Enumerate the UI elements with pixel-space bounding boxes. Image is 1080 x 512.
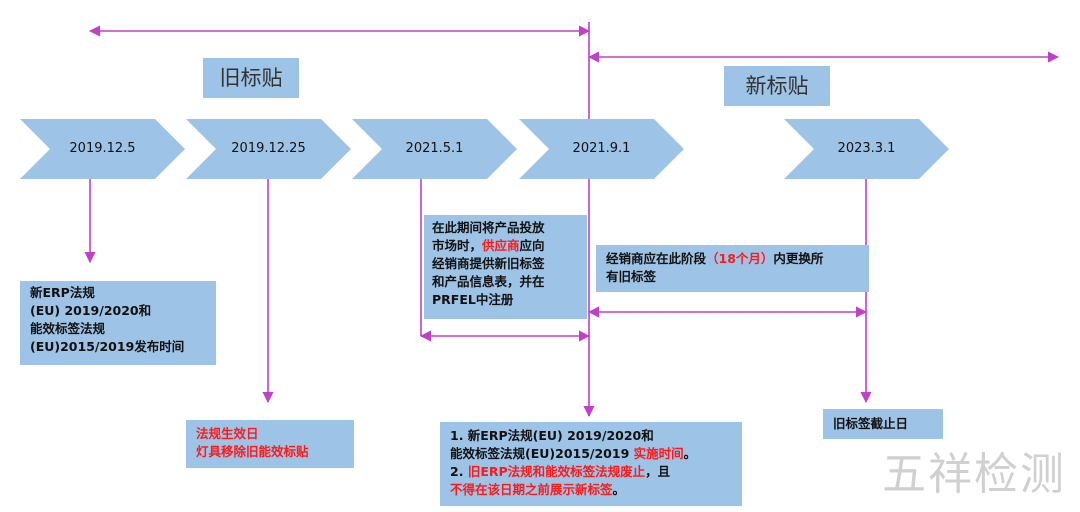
watermark: 五祥检测: [882, 449, 1066, 500]
timeline-date: 2021.5.1: [405, 141, 464, 156]
repeal-emphasis: 旧ERP法规和能效标签法规废止: [467, 464, 646, 479]
timeline-step: 2019.12.25: [186, 119, 351, 179]
box-line: 2. 旧ERP法规和能效标签法规废止，且: [450, 463, 742, 481]
timeline-date: 2019.12.5: [69, 141, 136, 156]
box-line: PRFEL中注册: [432, 292, 514, 307]
box-line: 有旧标签: [606, 269, 657, 284]
dealer-period-box: 经销商应在此阶段（18个月）内更换所 有旧标签: [596, 245, 869, 292]
box-line: (EU) 2019/2020和: [30, 303, 152, 318]
new-label-title: 新标贴: [724, 66, 830, 106]
timeline-step: 2019.12.5: [20, 119, 185, 179]
box-line: 旧标签截止日: [833, 416, 909, 431]
box-line: 法规生效日: [196, 426, 259, 441]
timeline-date: 2023.3.1: [837, 141, 896, 156]
chevron-shape: [519, 119, 684, 179]
text-run: 能效标签法规(EU)2015/2019: [450, 446, 634, 461]
implementation-emphasis: 实施时间: [633, 446, 684, 461]
box-line: 和产品信息表，并在: [432, 274, 545, 289]
old-label-deadline-box: 旧标签截止日: [823, 409, 943, 439]
box-line: 经销商提供新旧标签: [432, 256, 545, 271]
timeline-step: 2021.5.1: [352, 119, 517, 179]
box-line: 1. 新ERP法规(EU) 2019/2020和: [450, 428, 654, 443]
timeline-step: 2021.9.1: [519, 119, 684, 179]
implementation-box: 1. 新ERP法规(EU) 2019/2020和 能效标签法规(EU)2015/…: [440, 422, 742, 506]
chevron-shape: [186, 119, 351, 179]
box-line: (EU)2015/2019发布时间: [30, 339, 185, 354]
timeline-step: 2023.3.1: [784, 119, 949, 179]
timeline-date: 2019.12.25: [231, 141, 306, 156]
old-label-title: 旧标贴: [203, 58, 299, 98]
text-run: 经销商应在此阶段: [606, 251, 707, 266]
timeline-date: 2021.9.1: [572, 141, 631, 156]
text-run: 内更换所: [773, 251, 824, 266]
chevron-shape: [20, 119, 185, 179]
box-line: 经销商应在此阶段（18个月）内更换所: [606, 250, 869, 268]
text-run: ，且: [645, 464, 671, 479]
box-line: 不得在该日期之前展示新标签。: [450, 481, 742, 499]
text-run: 2.: [450, 464, 468, 479]
text-run: 。: [683, 446, 697, 461]
box-line: 新ERP法规: [30, 285, 95, 300]
duration-emphasis: （18个月）: [706, 251, 774, 266]
text-run: 。: [612, 482, 626, 497]
box-line: 在此期间将产品投放: [432, 220, 545, 235]
effective-date-box: 法规生效日 灯具移除旧能效标贴: [186, 420, 354, 468]
text-run: 市场时，: [432, 238, 483, 253]
box-line: 能效标签法规: [30, 321, 106, 336]
box-line: 灯具移除旧能效标贴: [196, 444, 309, 459]
chevron-shape: [784, 119, 949, 179]
box-line: 市场时，供应商应向: [432, 237, 587, 255]
text-run: 应向: [519, 238, 545, 253]
box-line: 能效标签法规(EU)2015/2019 实施时间。: [450, 445, 742, 463]
display-ban-emphasis: 不得在该日期之前展示新标签: [450, 482, 613, 497]
erp-publish-box: 新ERP法规 (EU) 2019/2020和 能效标签法规 (EU)2015/2…: [20, 281, 216, 365]
chevron-shape: [352, 119, 517, 179]
supplier-emphasis: 供应商: [482, 238, 520, 253]
supplier-period-box: 在此期间将产品投放 市场时，供应商应向 经销商提供新旧标签 和产品信息表，并在 …: [424, 215, 587, 319]
